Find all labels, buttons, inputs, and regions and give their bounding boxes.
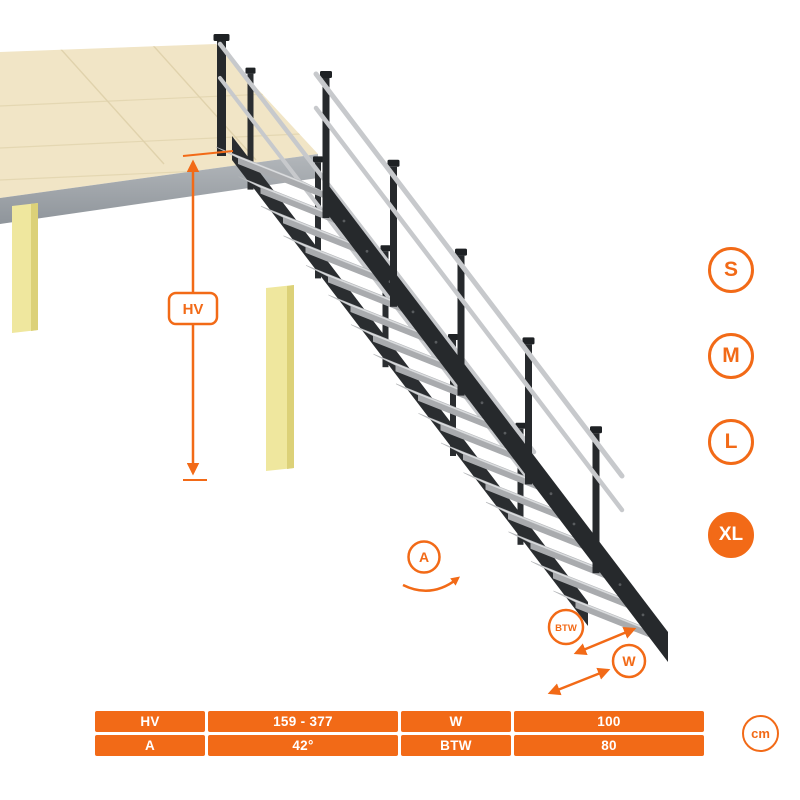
support-post-right [266, 285, 294, 471]
railing-post [592, 433, 600, 574]
near-handrail-mid [313, 105, 625, 513]
post-cap [455, 248, 467, 256]
table-value-a: 42° [208, 735, 398, 756]
near-handrail-top [313, 71, 625, 479]
railing-post [247, 73, 254, 190]
angle-label-circle [407, 540, 441, 574]
far-handrail-top [217, 41, 537, 455]
table-label-btw: BTW [401, 735, 511, 756]
post-cap [387, 159, 400, 167]
angle-arc [402, 578, 458, 592]
near-stringer [326, 182, 668, 662]
btw-label-circle [547, 608, 585, 646]
size-option-l[interactable]: L [708, 419, 754, 465]
railing-post [322, 78, 330, 218]
mezzanine-edge-fascia [0, 154, 318, 224]
table-label-w: W [401, 711, 511, 732]
railing-post [525, 344, 532, 485]
w-label-circle [611, 643, 647, 679]
post-cap [590, 426, 602, 434]
angle-arrowhead [450, 576, 460, 586]
table-label-a: A [95, 735, 205, 756]
railing-post [450, 340, 456, 456]
btw-label: BTW [555, 623, 577, 634]
railing-post [315, 162, 321, 279]
railing-post [457, 255, 465, 396]
hv-label: HV [183, 301, 204, 318]
railing-post [517, 428, 524, 545]
post-cap [313, 156, 323, 163]
support-post-left [12, 203, 38, 333]
w-dimension: W [547, 643, 647, 696]
size-option-xl[interactable]: XL [708, 512, 754, 558]
post-cap [380, 245, 391, 252]
railing-post [390, 166, 397, 307]
table-value-hv: 159 - 377 [208, 711, 398, 732]
deck-railing-post [217, 40, 226, 156]
w-dimension-arrow [547, 667, 611, 696]
post-cap [320, 71, 332, 78]
size-option-m[interactable]: M [708, 333, 754, 379]
hv-top-tick [182, 150, 234, 157]
size-option-s[interactable]: S [708, 247, 754, 293]
btw-dimension: BTW [547, 608, 637, 655]
mezzanine-deck [0, 44, 318, 471]
post-cap [245, 67, 256, 74]
table-value-btw: 80 [514, 735, 704, 756]
post-cap [515, 422, 526, 429]
table-value-w: 100 [514, 711, 704, 732]
dimensions-table: HV 159 - 377 W 100 A 42° BTW 80 [95, 711, 704, 756]
railing-post [382, 251, 389, 368]
angle-dimension: A [402, 540, 460, 592]
post-cap [522, 337, 535, 345]
post-cap [213, 34, 230, 41]
post-cap [448, 334, 458, 340]
near-railing [313, 71, 625, 574]
w-label: W [622, 653, 636, 669]
unit-badge: cm [742, 715, 779, 752]
table-label-hv: HV [95, 711, 205, 732]
angle-label: A [419, 549, 429, 565]
btw-dimension-arrow [573, 627, 637, 655]
hv-dimension: HV [167, 150, 234, 481]
hv-label-box [167, 291, 219, 326]
